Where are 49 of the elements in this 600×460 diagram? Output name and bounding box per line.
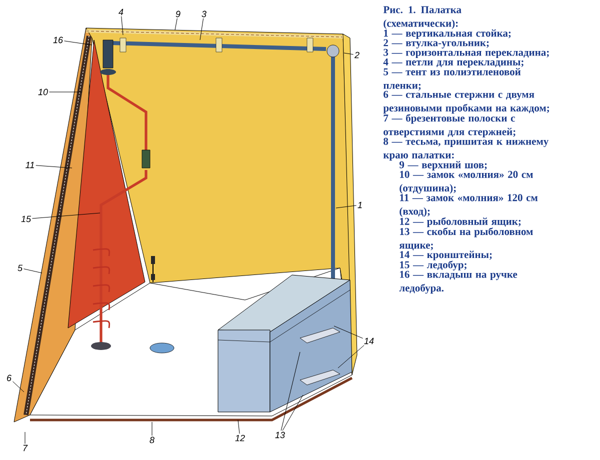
legend-entry: 4 — петли для перекладины; bbox=[383, 58, 524, 68]
leader-line bbox=[121, 16, 124, 36]
leader-line bbox=[200, 18, 204, 40]
leader-line bbox=[282, 394, 304, 431]
callout-number: 13 bbox=[275, 432, 285, 438]
leader-line bbox=[238, 420, 240, 434]
callout-number: 1 bbox=[358, 202, 362, 208]
leader-line bbox=[334, 326, 364, 339]
callout-number: 12 bbox=[235, 434, 245, 442]
callout-number: 4 bbox=[118, 8, 124, 16]
callout-number: 3 bbox=[202, 10, 206, 18]
leader-line bbox=[336, 205, 357, 208]
callout-number: 10 bbox=[38, 88, 48, 96]
callout-number: 15 bbox=[21, 216, 32, 222]
callout-number: 7 bbox=[23, 444, 28, 452]
legend-entry: 7 — брезентовые полоски с отверстиями для стержней; bbox=[384, 114, 516, 138]
leader-line bbox=[24, 432, 26, 444]
leader-line bbox=[12, 381, 24, 392]
legend-entry: 15 — ледобур; bbox=[400, 260, 466, 270]
leader-line bbox=[344, 52, 354, 55]
legend-entry: 1 — вертикальная стойка; bbox=[384, 29, 511, 39]
callout-number: 9 bbox=[176, 10, 180, 18]
legend-entry: 16 — вкладыш на ручке ледобура. bbox=[399, 270, 518, 294]
legend-entry: 9 — верхний шов; bbox=[399, 161, 487, 170]
legend-entry: 11 — замок «молния» 120 см (вход); bbox=[400, 194, 538, 217]
leader-line bbox=[64, 40, 92, 46]
leader-line bbox=[32, 212, 100, 219]
leader-line bbox=[338, 345, 364, 368]
legend-entry: 6 — стальные стержни с двумя резиновыми пробками на каждом; bbox=[383, 90, 549, 114]
leader-line bbox=[280, 352, 300, 431]
leader-line bbox=[36, 165, 72, 168]
callout-number: 14 bbox=[364, 338, 374, 344]
legend-entry: 12 — рыболовный ящик; bbox=[400, 217, 521, 228]
callout-number: 8 bbox=[150, 436, 154, 444]
legend-entry: 13 — скобы на рыболовном ящике; bbox=[399, 227, 533, 250]
leader-line bbox=[23, 268, 42, 274]
callout-number: 6 bbox=[7, 374, 12, 382]
legend-entry: 5 — тент из полиэтиленовой пленки; bbox=[383, 68, 521, 90]
legend-entry: 8 — тесьма, пришитая к нижнему краю палатки: bbox=[383, 138, 549, 161]
callout-number: 11 bbox=[26, 162, 34, 168]
callout-number: 16 bbox=[53, 36, 63, 44]
legend-entry: 14 — кронштейны; bbox=[400, 250, 492, 260]
figure-title: Рис. 1. Палатка (схематически): bbox=[383, 6, 462, 29]
legend-entry: 3 — горизонтальная перекладина; bbox=[384, 48, 549, 58]
callout-number: 5 bbox=[18, 264, 23, 272]
leader-line bbox=[174, 18, 178, 30]
callout-number: 2 bbox=[354, 52, 360, 58]
legend-entry: 2 — втулка-угольник; bbox=[384, 39, 489, 48]
legend-entry: 10 — замок «молния» 20 см (отдушина); bbox=[400, 170, 533, 194]
